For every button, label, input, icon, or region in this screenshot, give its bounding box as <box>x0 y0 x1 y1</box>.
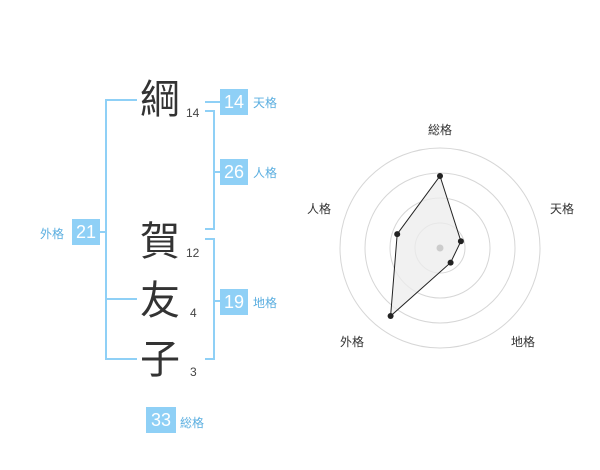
radar-axis-label-gaikaku: 外格 <box>340 335 365 349</box>
chikaku-connector <box>213 300 220 302</box>
jinkaku-bracket-vertical <box>213 110 215 230</box>
jinkaku-value-badge: 26 <box>220 159 248 185</box>
given-char-1-strokes: 12 <box>186 246 200 260</box>
gaikaku-value-badge: 21 <box>72 219 100 245</box>
jinkaku-label: 人格 <box>253 166 278 180</box>
radar-center-point <box>436 244 444 252</box>
radar-grid-ring <box>339 147 541 349</box>
soukaku-value-badge: 33 <box>146 407 176 433</box>
given-char-2: 友 <box>140 278 180 324</box>
chikaku-bracket-top <box>205 238 215 240</box>
tenkaku-connector <box>205 101 220 103</box>
jinkaku-bracket-bottom <box>205 228 215 230</box>
radar-point-1 <box>457 238 464 245</box>
radar-point-4 <box>394 231 401 238</box>
radar-point-0 <box>437 173 443 179</box>
chikaku-value-badge: 19 <box>220 289 248 315</box>
chikaku-label: 地格 <box>253 296 278 310</box>
radar-axis-label-soukaku: 総格 <box>428 123 453 137</box>
given-char-3-strokes: 3 <box>190 365 197 379</box>
gaikaku-bracket-top <box>105 99 137 101</box>
radar-axis-label-tenkaku: 天格 <box>550 202 575 216</box>
surname-char-1: 綱 <box>140 77 180 123</box>
gaikaku-label: 外格 <box>40 227 65 241</box>
chikaku-bracket-bottom <box>205 358 215 360</box>
gaikaku-bracket-vertical <box>105 99 107 360</box>
given-char-2-strokes: 4 <box>190 306 197 320</box>
gaikaku-bracket-mid <box>105 298 137 300</box>
radar-point-3 <box>387 313 394 319</box>
radar-point-2 <box>447 259 454 266</box>
gaikaku-bracket-bottom <box>105 358 137 360</box>
gaikaku-bracket-stub <box>99 231 105 233</box>
jinkaku-connector <box>213 171 220 173</box>
chikaku-bracket-vertical <box>213 238 215 360</box>
given-char-1: 賀 <box>140 219 180 265</box>
radar-axis-label-jinkaku: 人格 <box>307 202 332 216</box>
jinkaku-bracket-top <box>205 110 215 112</box>
radar-axis-label-chikaku: 地格 <box>511 335 536 349</box>
radar-value-polygon <box>390 174 462 318</box>
soukaku-label: 総格 <box>180 416 205 430</box>
surname-char-1-strokes: 14 <box>186 106 200 120</box>
tenkaku-value-badge: 14 <box>220 89 248 115</box>
given-char-3: 子 <box>140 337 180 383</box>
tenkaku-label: 天格 <box>253 96 278 110</box>
